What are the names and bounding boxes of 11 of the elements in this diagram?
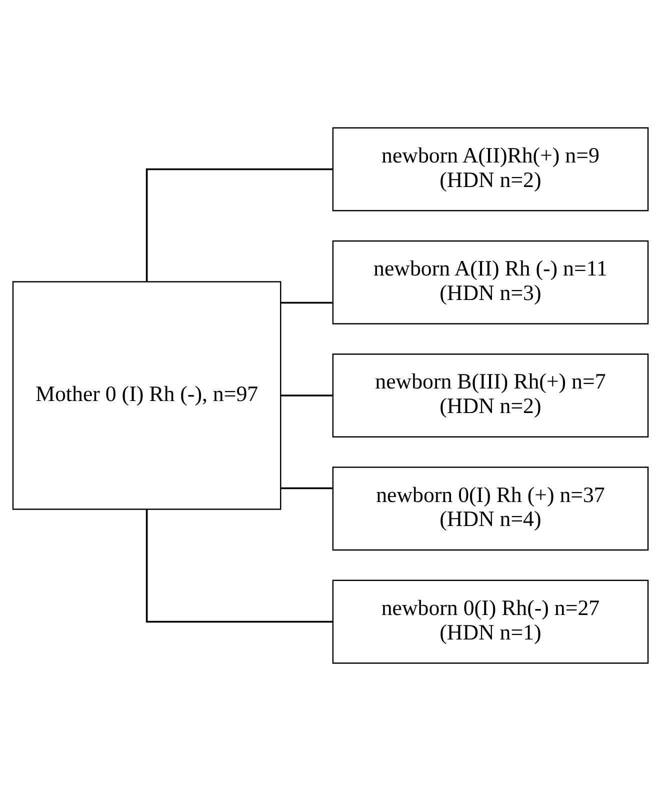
node-box: newborn B(III) Rh(+) n=7 (HDN n=2)	[332, 353, 649, 437]
connector	[280, 486, 332, 489]
node-box: newborn 0(I) Rh(-) n=27 (HDN n=1)	[332, 579, 649, 664]
connector	[146, 168, 333, 282]
node-box: newborn A(II)Rh(+) n=9 (HDN n=2)	[332, 126, 649, 211]
node-box: Mother 0 (I) Rh (-), n=97	[12, 280, 282, 510]
node-box: newborn A(II) Rh (-) n=11 (HDN n=3)	[332, 240, 649, 324]
connector	[280, 301, 332, 304]
connector	[280, 394, 332, 396]
connector	[146, 508, 333, 622]
node-box: newborn 0(I) Rh (+) n=37 (HDN n=4)	[332, 466, 649, 550]
